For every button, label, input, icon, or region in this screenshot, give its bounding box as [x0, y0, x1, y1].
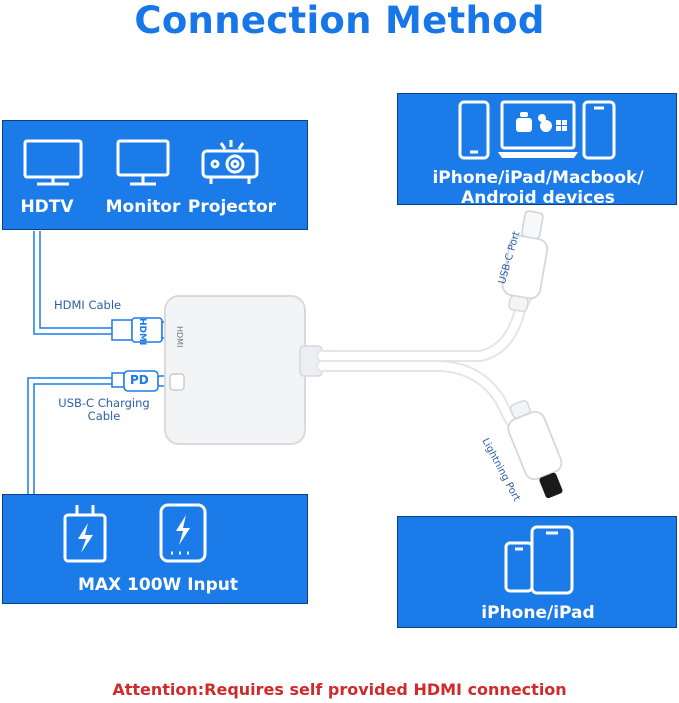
tablet-icon [530, 525, 574, 595]
projector-label: Projector [187, 197, 277, 217]
source-devices-panel: iPhone/iPad/Macbook/ Android devices [397, 93, 677, 208]
lightning-devices-label: iPhone/iPad [481, 603, 595, 623]
display-icons [23, 139, 259, 186]
hdmi-cable-line [33, 231, 112, 335]
lightning-port-label: Lightning Port [479, 436, 522, 504]
phone-icon [458, 100, 490, 160]
lightning-devices-panel: iPhone/iPad [397, 516, 677, 628]
adapter-hdmi-port-text: HDMI [175, 326, 184, 348]
monitor-icon [116, 139, 170, 186]
laptop-icon [498, 100, 578, 158]
hdmi-cable-label: HDMI Cable [54, 298, 122, 312]
monitor-label: Monitor [105, 197, 181, 217]
page-title: Connection Method [134, 0, 545, 42]
pd-plug-text: PD [130, 373, 149, 387]
adapter-body [164, 295, 323, 445]
source-devices-label: iPhone/iPad/Macbook/ Android devices [432, 168, 644, 208]
power-bank-icon [159, 503, 207, 563]
usbc-port-label: USB-C Port [496, 230, 523, 286]
charger-icon [63, 505, 107, 563]
hdtv-label: HDTV [20, 197, 74, 217]
y-cable [316, 284, 536, 426]
usbc-charging-cable-label: USB-C Charging Cable [58, 396, 150, 423]
tablet-icon [582, 100, 616, 160]
projector-icon [201, 140, 259, 184]
lightning-device-icons [504, 525, 574, 595]
phone-icon [504, 541, 534, 593]
power-input-label: MAX 100W Input [77, 575, 239, 595]
power-input-panel: MAX 100W Input [2, 494, 308, 604]
tv-icon [23, 139, 83, 186]
display-devices-panel: HDTV Monitor Projector [2, 120, 308, 230]
power-icons [63, 503, 207, 563]
source-device-icons [458, 100, 616, 160]
hdmi-plug-text: HDMI [137, 318, 147, 346]
attention-note: Attention:Requires self provided HDMI co… [112, 680, 567, 699]
